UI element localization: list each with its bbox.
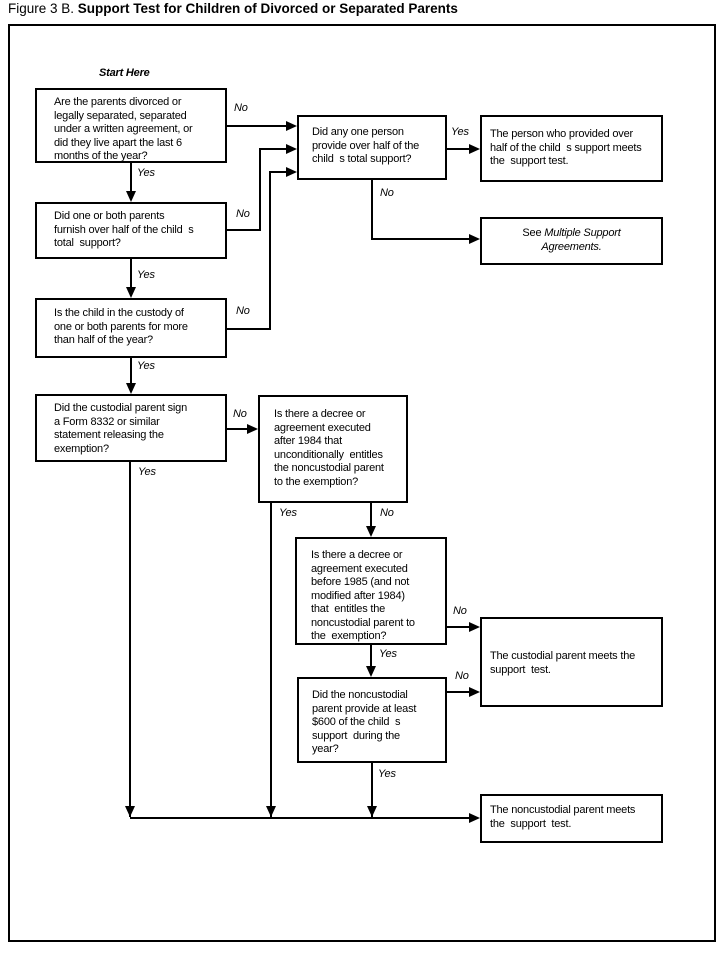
figure-title: Figure 3 B. Support Test for Children of… [8, 1, 458, 16]
connector-q3-no [227, 328, 271, 330]
multiple-support-agreements-text: Multiple Support Agreements. [541, 227, 621, 253]
arrowhead-down-icon [366, 526, 376, 537]
figure-heading: Support Test for Children of Divorced or… [77, 1, 458, 16]
edge-label-yes: Yes [138, 466, 156, 478]
connector-anyone-no [371, 238, 471, 240]
box-custodial-meets-test: The custodial parent meets the support t… [480, 617, 663, 707]
see-text: See [522, 227, 545, 239]
edge-label-yes: Yes [279, 507, 297, 519]
edge-label-yes: Yes [378, 768, 396, 780]
arrowhead-right-icon [286, 121, 297, 131]
box-600-support: Did the noncustodial parent provide at l… [297, 677, 447, 763]
edge-label-yes: Yes [451, 126, 469, 138]
edge-label-no: No [236, 208, 250, 220]
edge-label-yes: Yes [137, 167, 155, 179]
edge-label-no: No [234, 102, 248, 114]
connector-q3-yes [130, 357, 132, 384]
figure-number: Figure 3 B. [8, 1, 78, 16]
arrowhead-right-icon [469, 622, 480, 632]
box-parents-furnish-half: Did one or both parents furnish over hal… [35, 202, 227, 259]
connector-q2-yes [130, 259, 132, 288]
start-here-label: Start Here [99, 67, 150, 79]
arrowhead-down-icon [125, 806, 135, 817]
connector-q4-no [227, 428, 249, 430]
arrowhead-right-icon [247, 424, 258, 434]
arrowhead-right-icon [469, 234, 480, 244]
connector-q1-no [227, 125, 286, 127]
arrowhead-right-icon [469, 144, 480, 154]
edge-label-no: No [233, 408, 247, 420]
chart-border [8, 24, 716, 942]
arrowhead-down-icon [126, 287, 136, 298]
arrowhead-right-icon [469, 687, 480, 697]
arrowhead-down-icon [126, 191, 136, 202]
connector-decree85-yes [370, 645, 372, 667]
edge-label-no: No [455, 670, 469, 682]
arrowhead-right-icon [286, 167, 297, 177]
box-child-custody: Is the child in the custody of one or bo… [35, 298, 227, 358]
connector-anyone-no [371, 180, 373, 240]
connector-q2-no [227, 229, 261, 231]
connector-600-no [447, 691, 471, 693]
connector-600-yes [371, 763, 373, 817]
connector-q3-no [269, 171, 288, 173]
arrowhead-down-icon [367, 806, 377, 817]
connector-q2-no [259, 148, 261, 231]
connector-q4-yes [129, 462, 131, 817]
box-parents-divorced: Are the parents divorced or legally sepa… [35, 88, 227, 163]
arrowhead-right-icon [469, 813, 480, 823]
arrowhead-down-icon [126, 383, 136, 394]
connector-bottom-merge [130, 817, 471, 819]
edge-label-no: No [380, 507, 394, 519]
edge-label-no: No [380, 187, 394, 199]
box-noncustodial-meets-test: The noncustodial parent meets the suppor… [480, 794, 663, 843]
arrowhead-right-icon [286, 144, 297, 154]
arrowhead-down-icon [266, 806, 276, 817]
edge-label-no: No [236, 305, 250, 317]
connector-q2-no [259, 148, 288, 150]
edge-label-yes: Yes [137, 269, 155, 281]
edge-label-yes: Yes [137, 360, 155, 372]
connector-q1-yes [130, 162, 132, 192]
connector-q3-no [269, 171, 271, 330]
box-any-one-person: Did any one person provide over half of … [297, 115, 447, 180]
box-decree-after-1984: Is there a decree or agreement executed … [258, 395, 408, 503]
connector-decree85-no [447, 626, 471, 628]
box-multiple-support-agreements: See Multiple Support Agreements. [480, 217, 663, 265]
connector-anyone-yes [447, 148, 471, 150]
edge-label-no: No [453, 605, 467, 617]
box-form-8332: Did the custodial parent sign a Form 833… [35, 394, 227, 462]
connector-decree84-yes [270, 503, 272, 817]
edge-label-yes: Yes [379, 648, 397, 660]
connector-decree84-no [370, 503, 372, 527]
box-decree-before-1985: Is there a decree or agreement executed … [295, 537, 447, 645]
box-person-meets-test: The person who provided over half of the… [480, 115, 663, 182]
arrowhead-down-icon [366, 666, 376, 677]
